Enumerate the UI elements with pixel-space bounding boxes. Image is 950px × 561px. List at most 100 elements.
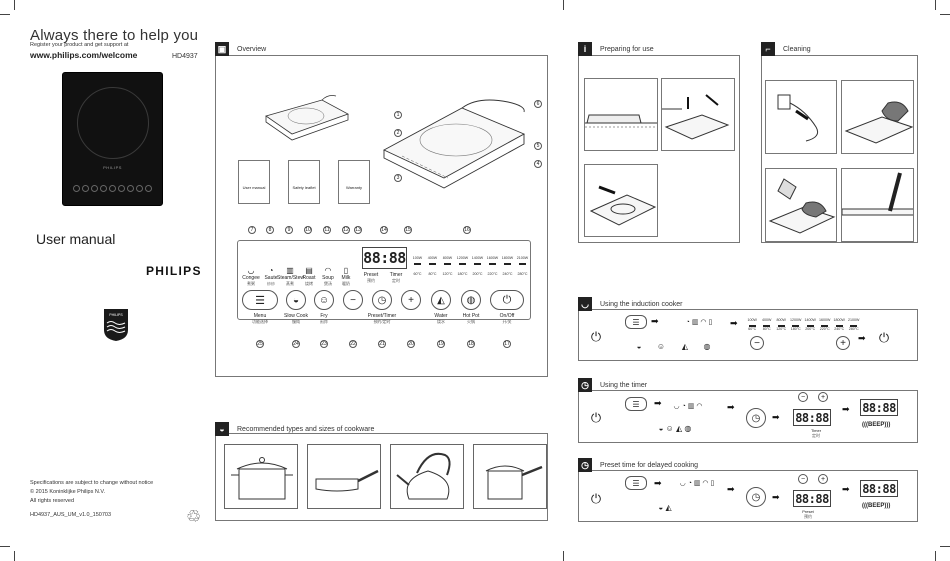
callout-7: 7 — [248, 226, 256, 234]
arrow-icon: ➡ — [772, 492, 780, 502]
preset-beep-text: (((BEEP))) — [862, 503, 891, 509]
roast-icon: ▤ — [305, 266, 313, 275]
using-fry-icon: ☺ — [654, 340, 668, 352]
button-label-sub: 开/关 — [502, 319, 512, 324]
function-sub: 蒸煮 — [286, 281, 294, 286]
callout-21: 21 — [378, 340, 386, 348]
doc-label: Warranty — [345, 185, 363, 190]
callout-10: 10 — [304, 226, 312, 234]
small-cooker-illustration — [265, 95, 349, 141]
callout-6: 6 — [534, 100, 542, 108]
cooker-icon: ▣ — [215, 42, 229, 56]
preset-display-end: 88:88 — [860, 480, 898, 497]
prep-step-3 — [584, 164, 658, 237]
callout-24: 24 — [292, 340, 300, 348]
callout-12: 12 — [342, 226, 350, 234]
preset-button-icon: ◷ — [746, 487, 766, 507]
congee-icon: ◡ — [247, 266, 255, 275]
cookware-title: ◒ Recommended types and sizes of cookwar… — [215, 422, 374, 436]
using-hotpot-icon: ◍ — [700, 340, 714, 352]
timer-function-icons: ◡ ◔ ▥ ◠ — [670, 394, 706, 418]
power-level-label: 1200W — [456, 256, 469, 260]
control-button-water[interactable]: ◭ — [431, 290, 451, 310]
button-glyph-icon: ⏻ — [502, 293, 512, 306]
power-level-label: 400W — [762, 318, 772, 322]
timer-sub: 定时 — [392, 278, 400, 283]
control-button-hot-pot[interactable]: ◍ — [461, 290, 481, 310]
preset-title: ◷ Preset time for delayed cooking — [578, 458, 698, 472]
crop-mark — [935, 0, 936, 10]
control-button-fry[interactable]: ☺ — [314, 290, 334, 310]
control-button-adjust-5[interactable]: + — [401, 290, 421, 310]
timer-indicator-text: Timer — [810, 428, 822, 433]
button-glyph-icon: ☺ — [318, 294, 330, 306]
clock-icon: ◷ — [578, 458, 592, 472]
callout-16: 16 — [463, 226, 471, 234]
cleaning-panel — [761, 55, 918, 243]
control-button-menu[interactable]: ☰ — [242, 290, 278, 310]
temperature-label: 180°C — [790, 327, 801, 331]
crop-mark — [940, 546, 950, 547]
manual-title: User manual — [36, 231, 116, 247]
power-level-indicator — [518, 263, 527, 265]
function-label: Steam/Stew — [277, 275, 304, 281]
kettle-icon — [396, 452, 451, 500]
control-button-slow-cook[interactable]: ◒ — [286, 290, 306, 310]
crop-mark — [14, 551, 15, 561]
power-level-indicator — [777, 325, 785, 327]
temperature-label: 240°C — [502, 272, 513, 276]
timer-power-icon: ⏻ — [586, 408, 606, 428]
clean-step-2 — [841, 80, 914, 154]
pan-icon: ◡ — [578, 297, 592, 311]
using-slowcook-icon: ◒ — [632, 340, 646, 352]
power-level-indicator — [835, 325, 843, 327]
control-button-preset-timer[interactable]: ◷ — [372, 290, 392, 310]
crop-mark — [14, 0, 15, 10]
register-text: Register your product and get support at — [30, 42, 129, 48]
milk-icon: ▯ — [343, 266, 349, 275]
cooker-photo: PHILIPS — [62, 72, 163, 206]
using-power-icon: ⏻ — [586, 327, 606, 347]
crop-mark — [935, 551, 936, 561]
power-level-label: 400W — [427, 256, 438, 260]
function-sub: 炒炒 — [267, 281, 275, 286]
button-glyph-icon: ☰ — [255, 294, 265, 307]
doc-safety-leaflet: Safety leaflet — [288, 160, 320, 204]
function-label: Soup — [322, 275, 334, 281]
temperature-label: 60°C — [748, 327, 757, 331]
control-button-adjust-3[interactable]: − — [343, 290, 363, 310]
button-label-text: Menu — [253, 313, 267, 319]
callout-2: 2 — [394, 129, 402, 137]
cookware-panel — [215, 433, 548, 521]
temperature-label: 240°C — [834, 327, 845, 331]
doc-label: User manual — [242, 185, 266, 190]
using-panel — [578, 309, 918, 361]
crop-mark — [940, 14, 950, 15]
callout-13: 13 — [354, 226, 362, 234]
callout-4: 4 — [534, 160, 542, 168]
temperature-label: 120°C — [776, 327, 787, 331]
stockpot-icon — [231, 457, 293, 500]
support-url[interactable]: www.philips.com/welcome — [30, 50, 138, 60]
power-level-label: 1600W — [819, 318, 831, 322]
info-icon: i — [578, 42, 592, 56]
callout-15: 15 — [404, 226, 412, 234]
temperature-label: 280°C — [517, 272, 528, 276]
using-function-icons: ◔ ▥ ◠ ▯ — [672, 312, 726, 332]
tagline: Always there to help you — [30, 27, 199, 44]
using-title: ◡ Using the induction cooker — [578, 297, 683, 311]
unplug-illustration — [777, 94, 819, 142]
preset-indicator-sub: 预约 — [804, 514, 812, 519]
steam-icon: ▥ — [286, 266, 294, 275]
control-button-on-off[interactable]: ⏻ — [490, 290, 524, 310]
button-glyph-icon: + — [408, 294, 414, 306]
